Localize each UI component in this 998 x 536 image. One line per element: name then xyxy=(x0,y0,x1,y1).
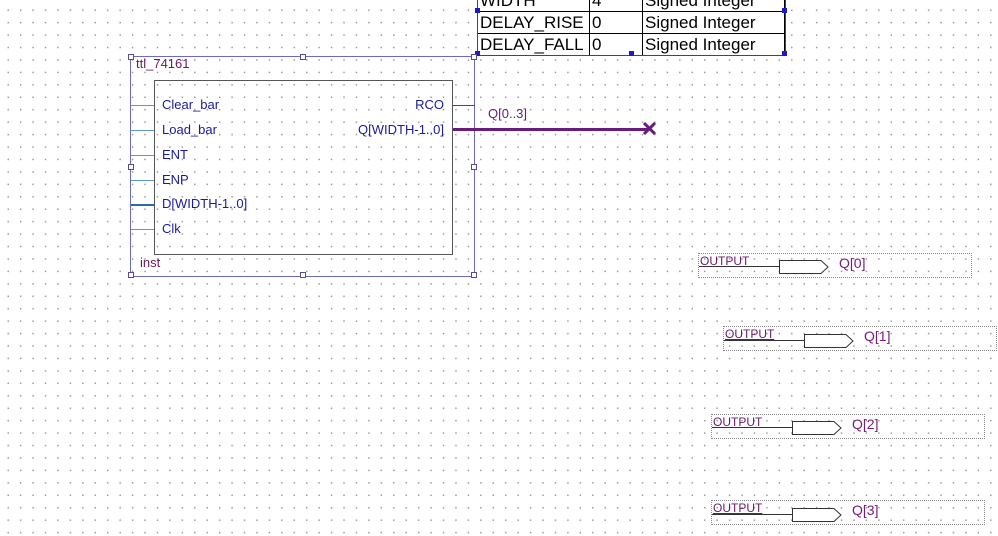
port-clk: Clk xyxy=(162,221,181,236)
port-ent: ENT xyxy=(162,147,188,162)
port-enp: ENP xyxy=(162,172,189,187)
resize-handle[interactable] xyxy=(782,51,787,56)
resize-handle[interactable] xyxy=(471,272,477,278)
param-value[interactable]: 0 xyxy=(589,11,643,34)
param-type: Signed Integer xyxy=(642,11,785,34)
param-value[interactable]: 0 xyxy=(589,33,643,56)
resize-handle[interactable] xyxy=(128,272,134,278)
resize-handle[interactable] xyxy=(475,51,480,56)
output-type-label: OUTPUT xyxy=(725,327,775,341)
output-port-icon xyxy=(804,334,854,348)
symbol-body[interactable] xyxy=(154,80,453,255)
output-port-icon xyxy=(779,260,829,274)
resize-handle[interactable] xyxy=(128,164,134,170)
resize-handle[interactable] xyxy=(471,54,477,60)
resize-handle[interactable] xyxy=(629,51,634,56)
output-pin-name: Q[3] xyxy=(852,502,879,518)
output-pin-q3[interactable]: OUTPUT Q[3] xyxy=(711,500,985,525)
pin-stub-rco[interactable] xyxy=(453,105,475,106)
param-value[interactable]: 4 xyxy=(589,0,643,12)
bus-label: Q[0..3] xyxy=(488,106,528,121)
pin-stub-d-bus[interactable] xyxy=(131,204,154,206)
pin-stub-ent[interactable] xyxy=(131,155,154,156)
resize-handle[interactable] xyxy=(475,8,480,13)
bus-wire-q[interactable] xyxy=(453,128,649,131)
resize-handle[interactable] xyxy=(300,54,306,60)
output-pin-name: Q[2] xyxy=(852,416,879,432)
x-no-connect-icon xyxy=(642,121,657,136)
resize-handle[interactable] xyxy=(128,54,134,60)
output-type-label: OUTPUT xyxy=(700,254,750,268)
port-load-bar: Load_bar xyxy=(162,122,217,137)
port-d: D[WIDTH-1..0] xyxy=(162,196,248,211)
pin-stub-enp[interactable] xyxy=(131,180,154,181)
parameter-table[interactable]: WIDTH 4 Signed Integer DELAY_RISE 0 Sign… xyxy=(477,0,785,56)
port-q: Q[WIDTH-1..0] xyxy=(358,122,444,137)
output-pin-q2[interactable]: OUTPUT Q[2] xyxy=(711,414,985,439)
pin-stub-clk[interactable] xyxy=(131,229,154,230)
resize-handle[interactable] xyxy=(782,8,787,13)
param-name: DELAY_RISE xyxy=(477,11,590,34)
port-clear-bar: Clear_bar xyxy=(162,97,220,112)
pin-stub-load-bar[interactable] xyxy=(131,130,154,131)
symbol-name: ttl_74161 xyxy=(136,56,190,71)
resize-handle[interactable] xyxy=(300,272,306,278)
output-wire xyxy=(712,514,792,515)
output-pin-name: Q[0] xyxy=(839,255,866,271)
param-name: WIDTH xyxy=(477,0,590,12)
output-pin-name: Q[1] xyxy=(864,328,891,344)
parameter-row[interactable]: DELAY_RISE 0 Signed Integer xyxy=(477,11,785,34)
output-wire xyxy=(724,340,804,341)
param-type: Signed Integer xyxy=(642,0,785,12)
output-pin-q1[interactable]: OUTPUT Q[1] xyxy=(723,326,997,351)
output-pin-q0[interactable]: OUTPUT Q[0] xyxy=(698,253,972,278)
parameter-row[interactable]: WIDTH 4 Signed Integer xyxy=(477,0,785,12)
param-name: DELAY_FALL xyxy=(477,33,590,56)
output-port-icon xyxy=(792,421,842,435)
output-wire xyxy=(712,427,792,428)
pin-stub-clear-bar[interactable] xyxy=(131,105,154,106)
output-port-icon xyxy=(792,508,842,522)
output-type-label: OUTPUT xyxy=(713,415,763,429)
parameter-row[interactable]: DELAY_FALL 0 Signed Integer xyxy=(477,33,785,56)
resize-handle[interactable] xyxy=(471,164,477,170)
instance-name: inst xyxy=(140,255,161,270)
output-wire xyxy=(699,266,779,267)
port-rco: RCO xyxy=(415,97,444,112)
output-type-label: OUTPUT xyxy=(713,501,763,515)
param-type: Signed Integer xyxy=(642,33,785,56)
